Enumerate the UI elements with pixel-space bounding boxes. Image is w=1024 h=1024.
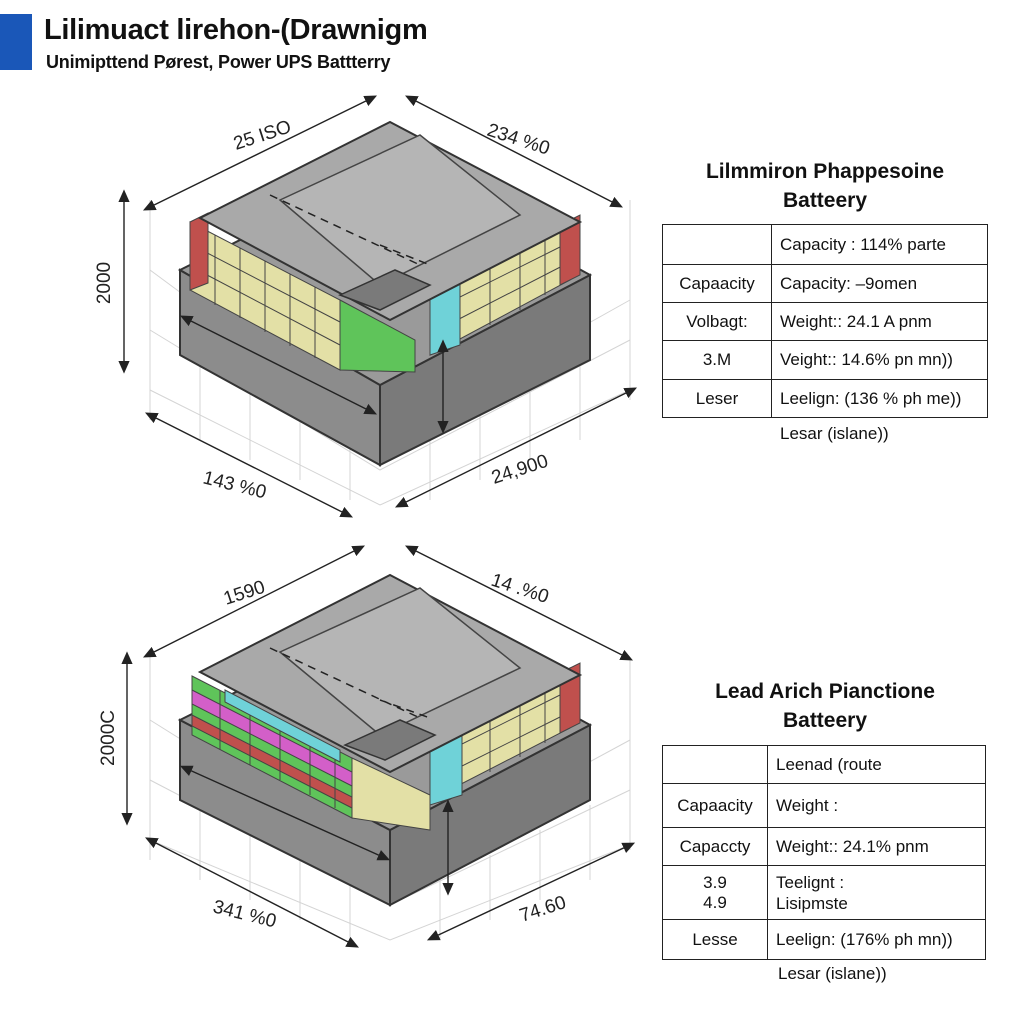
dim-width-bottom: 143 %0	[201, 467, 269, 503]
brand-accent-bar	[0, 14, 32, 70]
dimension-lines-2	[121, 545, 636, 948]
table-cell-value: Weight:: 24.1 A pnm	[771, 302, 988, 341]
spec-table-lead-acid: Leenad (route Capaacity Weight : Capacct…	[662, 745, 986, 960]
table-cell-value: Leenad (route	[767, 745, 986, 784]
table-cell-value: Capacity : 114% parte	[771, 224, 988, 265]
table-row: 3.9 4.9 Teelignt : Lisipmste	[662, 865, 986, 920]
panel-note-lead-acid: Lesar (islane))	[778, 964, 887, 983]
table-cell-value: Leelign: (176% ph mn))	[767, 919, 986, 960]
table-row: Leenad (route	[662, 745, 986, 784]
table-cell-value: Capacity: –9omen	[771, 264, 988, 303]
table-row: 3.M Veight:: 14.6% pn mn))	[662, 340, 988, 380]
table-cell-label: Volbagt:	[662, 302, 772, 341]
dim-height-2: 2000C	[98, 710, 119, 766]
drawing-lead-acid: 1590 14 .%0 2000C 341 %0 74.60	[98, 545, 636, 948]
table-row: Capaacity Capacity: –9omen	[662, 264, 988, 303]
table-cell-label	[662, 224, 772, 265]
table-row: Lesse Leelign: (176% ph mn))	[662, 919, 986, 960]
dim-depth-bottom-2: 74.60	[517, 892, 569, 927]
table-cell-label: Capaccty	[662, 827, 768, 866]
terminal-block-2	[343, 719, 437, 761]
table-cell-label: 3.9 4.9	[662, 865, 768, 920]
panel-title-line: Batteery	[782, 189, 868, 212]
table-cell-value: Teelignt : Lisipmste	[767, 865, 986, 920]
panel-title-line: Lilmmiron Phappesoine	[705, 160, 945, 183]
dim-depth-top-2: 14 .%0	[488, 570, 551, 608]
table-cell-label: 3.M	[662, 340, 772, 380]
dim-width-top: 25 ISO	[231, 117, 294, 155]
panel-note-lithium: Lesar (islane))	[780, 424, 889, 443]
table-cell-value: Veight:: 14.6% pn mn))	[771, 340, 988, 380]
page-subtitle: Unimipttend Pørest, Power UPS Battterry	[46, 52, 391, 72]
panel-title-line: Lead Arich Pianctione	[715, 680, 935, 703]
table-row: Capaccty Weight:: 24.1% pnm	[662, 827, 986, 866]
table-row: Capacity : 114% parte	[662, 224, 988, 265]
table-cell-label: Capaacity	[662, 783, 768, 828]
table-cell-label: Leser	[662, 379, 772, 418]
table-row: Volbagt: Weight:: 24.1 A pnm	[662, 302, 988, 341]
table-cell-value: Weight :	[767, 783, 986, 828]
spec-table-lithium: Capacity : 114% parte Capaacity Capacity…	[662, 224, 988, 418]
dim-width-bottom-2: 341 %0	[211, 896, 279, 932]
drawing-lithium: 25 ISO 234 %0 2000 143 %0 24,900	[94, 95, 638, 518]
table-cell-value: Leelign: (136 % ph me))	[771, 379, 988, 418]
dim-height: 2000	[94, 262, 115, 304]
dim-width-top-2: 1590	[221, 577, 268, 610]
table-row: Leser Leelign: (136 % ph me))	[662, 379, 988, 418]
table-cell-label: Lesse	[662, 919, 768, 960]
table-cell-value: Weight:: 24.1% pnm	[767, 827, 986, 866]
table-cell-label	[662, 745, 768, 784]
panel-title-line: Batteery	[782, 709, 868, 732]
panel-title-lithium: Lilmmiron Phappesoine Batteery	[662, 157, 988, 215]
dimension-lines	[118, 95, 638, 518]
terminal-block	[338, 269, 432, 311]
table-cell-label: Capaacity	[662, 264, 772, 303]
table-row: Capaacity Weight :	[662, 783, 986, 828]
page-title: Lilimuact lirehon-(Drawnigm	[44, 14, 428, 46]
panel-title-lead-acid: Lead Arich Pianctione Batteery	[662, 677, 988, 735]
